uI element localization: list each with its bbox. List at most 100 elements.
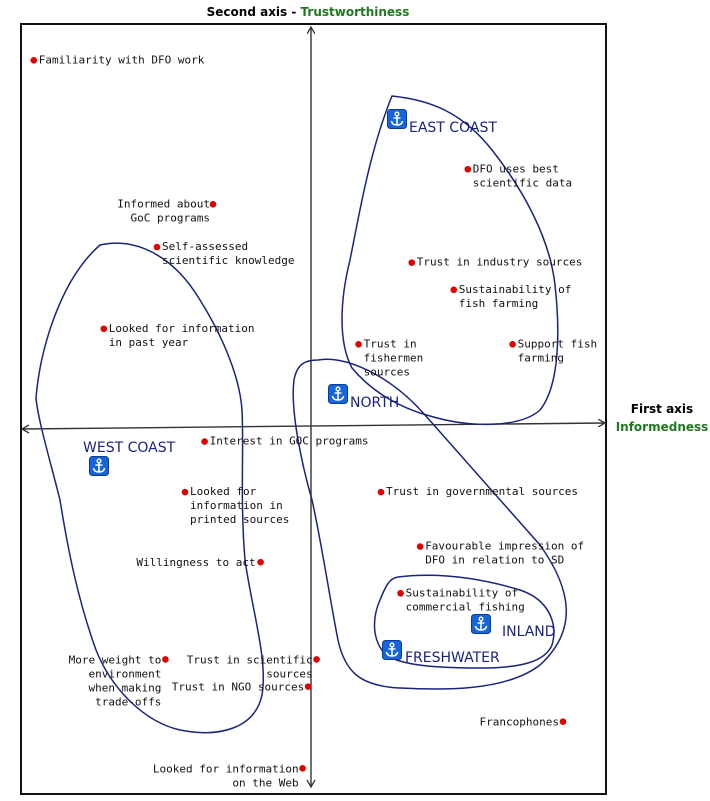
point-label: Familiarity with DFO work [39,53,205,66]
point-label-line: in past year [109,336,189,349]
point-marker [209,200,217,208]
point-label-line: Willingness to act [136,556,255,569]
point-label-line: on the Web [232,776,298,789]
group-outlines [35,95,568,734]
point-marker [559,718,567,725]
anchor-icon [382,640,402,660]
point-marker [162,656,169,663]
point-label-line: environment [89,667,162,680]
point-label-line: Trust in scientific [187,653,313,666]
outline-inland-freshwater [373,574,555,669]
point-label-line: Informed about [117,197,210,210]
point-marker [509,341,516,348]
group-labels: EAST COAST WEST COAST NORTH INLANDFRESHWATE… [83,109,556,666]
point-label-line: Interest in GOC programs [210,435,369,448]
x-axis [21,423,604,430]
point-label-line: DFO in relation to SD [425,554,564,567]
point-marker [450,286,458,294]
point-marker [30,57,38,64]
point-francophones: Francophones [480,716,567,729]
group-freshwater: FRESHWATER [382,640,500,666]
anchor-icon [328,384,348,404]
point-interest-in-goc-programs: Interest in GOC programs [201,435,369,448]
point-label-line: More weight to [69,653,162,666]
point-marker [299,765,306,772]
group-east-coast: EAST COAST [387,109,497,136]
point-marker [257,558,264,566]
group-label: INLAND [502,624,556,640]
point-marker [377,488,385,496]
point-trust-in-ngo-sources: Trust in NGO sources [172,681,312,694]
point-label-line: Francophones [480,716,559,729]
point-label-line: fishermen [364,351,424,364]
point-marker [313,656,320,663]
group-west-coast: WEST COAST [83,440,176,476]
point-marker [304,683,312,690]
point-label-line: Self-assessed [162,240,248,253]
outline-west-coast [35,242,265,734]
point-label: Interest in GOC programs [210,435,369,448]
point-familiarity-with-dfo-work: Familiarity with DFO work [30,53,205,66]
point-label-line: Trust in industry sources [417,256,583,269]
point-marker [201,438,208,445]
plot-frame [20,23,607,795]
point-trust-in-industry-sources: Trust in industry sources [408,256,583,269]
point-marker [100,325,108,333]
point-label-line: Looked for [190,485,257,498]
x-axis-subtitle: Informedness [616,420,709,434]
group-label: EAST COAST [409,120,497,136]
point-label: Trust in industry sources [417,256,583,269]
point-label-line: fish farming [459,297,538,310]
point-label-line: Sustainability of [406,586,519,599]
x-axis-left-arrow [20,424,30,434]
group-inland: INLAND [471,614,556,640]
point-label: Trust in governmental sources [386,485,578,498]
point-label: Willingness to act [136,556,255,569]
outline-east-coast [341,95,559,426]
point-label: Francophones [480,716,559,729]
point-label-line: Trust in NGO sources [172,681,304,694]
y-axis-title: Second axis - Trustworthiness [207,5,410,19]
anchor-icon [89,456,109,476]
anchor-icon [387,109,407,129]
anchor-icon [471,614,491,634]
point-label: Trust in NGO sources [172,681,304,694]
point-label-line: scientific knowledge [162,254,294,267]
group-label: FRESHWATER [405,650,500,666]
point-label-line: Looked for information [153,762,299,775]
point-marker [355,341,362,348]
point-label-line: Trust in [364,337,417,350]
point-label-line: Trust in governmental sources [386,485,578,498]
point-label-line: Familiarity with DFO work [39,53,205,66]
point-marker [408,259,416,266]
point-label-line: Favourable impression of [425,540,584,553]
point-label-line: GoC programs [131,211,210,224]
group-north: NORTH [328,384,399,411]
point-label-line: farming [518,351,564,364]
group-label: WEST COAST [83,440,176,456]
point-label-line: Looked for information [109,322,255,335]
point-marker [153,243,161,251]
